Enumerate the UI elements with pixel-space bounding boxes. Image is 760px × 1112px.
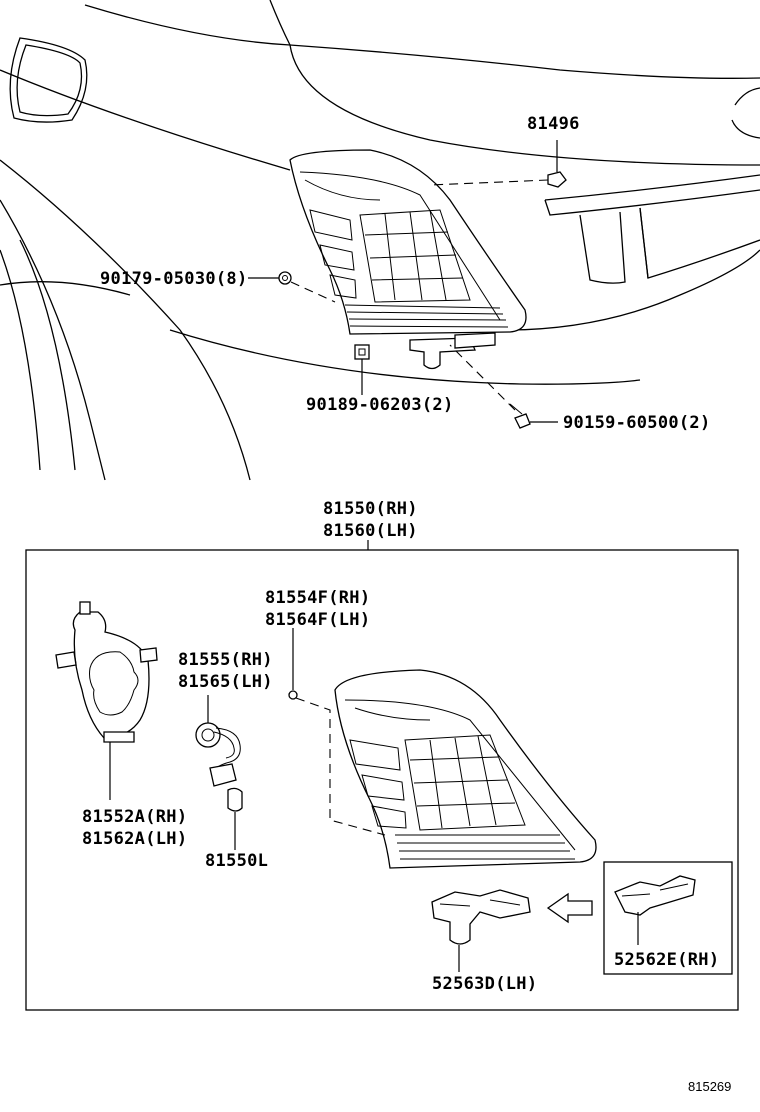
leader-dash-90179 — [290, 281, 336, 303]
label-grommet-90189: 90189-06203(2) — [306, 395, 454, 415]
label-bulb: 81550L — [205, 851, 268, 871]
label-gasket-rh: 81554F(RH) — [265, 588, 370, 608]
label-assy-rh: 81550(RH) — [323, 499, 418, 519]
label-socket-lh: 81565(LH) — [178, 672, 273, 692]
bulb-socket-icon — [195, 695, 241, 787]
wedge-bulb-icon — [227, 787, 243, 850]
bracket-rh-icon — [614, 875, 696, 945]
bracket-rh-inset-frame — [603, 861, 733, 975]
label-cover-rh: 81552A(RH) — [82, 807, 187, 827]
label-bracket-lh: 52563D(LH) — [432, 974, 537, 994]
label-clip-81496: 81496 — [527, 114, 580, 134]
label-screw-90159: 90159-60500(2) — [563, 413, 711, 433]
nut-90179-icon — [248, 271, 292, 285]
label-cover-lh: 81562A(LH) — [82, 829, 187, 849]
lamp-cover-icon — [55, 601, 158, 800]
direction-arrow-icon — [546, 892, 593, 924]
bracket-lh-icon — [431, 889, 531, 972]
label-bracket-rh: 52562E(RH) — [614, 950, 719, 970]
vehicle-body-outline — [0, 0, 760, 481]
label-socket-rh: 81555(RH) — [178, 650, 273, 670]
screw-90159-icon — [509, 403, 558, 429]
label-nut-90179: 90179-05030(8) — [100, 269, 248, 289]
grommet-90189-icon — [354, 344, 370, 395]
tail-lamp-assembly-icon — [334, 669, 597, 869]
label-assy-lh: 81560(LH) — [323, 521, 418, 541]
label-gasket-lh: 81564F(LH) — [265, 610, 370, 630]
assembly-frame — [25, 549, 739, 1011]
leader-dash-90159 — [449, 344, 516, 411]
installed-tail-lamp — [289, 149, 527, 370]
leader-dash-81496 — [429, 179, 549, 186]
clip-81496-icon — [547, 140, 567, 188]
figure-code: 815269 — [688, 1079, 731, 1094]
gasket-dot-icon — [288, 628, 298, 700]
assembly-dash-guide — [295, 697, 386, 836]
